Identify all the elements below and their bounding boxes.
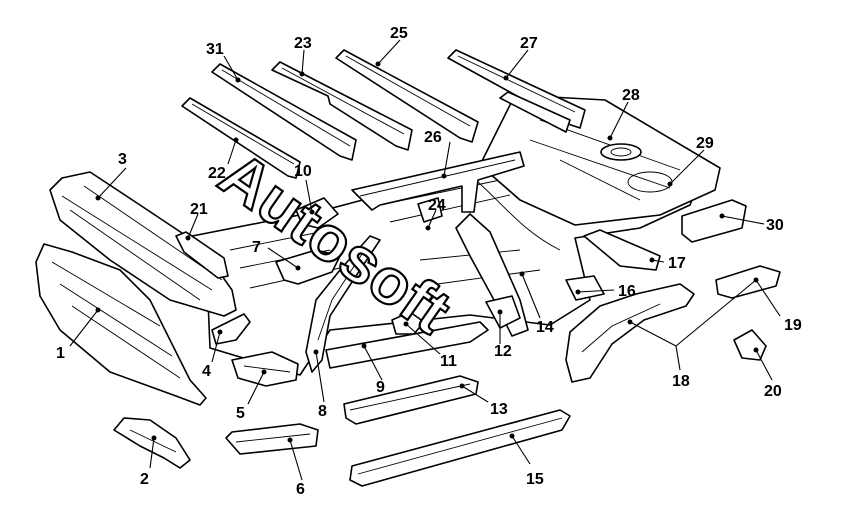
pillar-8 (305, 235, 381, 373)
callout-13: 13 (490, 401, 508, 418)
callout-21: 21 (190, 201, 208, 218)
callout-26: 26 (424, 129, 442, 146)
callout-24: 24 (428, 197, 446, 214)
callout-30: 30 (766, 217, 784, 234)
front-side-member-3 (49, 171, 237, 317)
bracket-4 (211, 313, 251, 345)
cross-member-27 (447, 49, 586, 133)
rail-13 (343, 375, 479, 425)
callout-12: 12 (494, 343, 512, 360)
bracket-19 (715, 265, 781, 299)
callout-7: 7 (252, 239, 261, 256)
callout-19: 19 (784, 317, 802, 334)
wheelhouse-18 (565, 283, 695, 383)
callout-29: 29 (696, 135, 714, 152)
sill-9 (325, 321, 489, 369)
callout-2: 2 (140, 471, 149, 488)
callout-27: 27 (520, 35, 538, 52)
callout-5: 5 (236, 405, 245, 422)
callout-numbers: 1 2 3 4 5 6 7 8 9 10 11 12 13 14 15 16 1… (56, 25, 802, 498)
rear-floor-panel (479, 94, 721, 226)
leader-lines (69, 39, 781, 481)
callout-6: 6 (296, 481, 305, 498)
bracket-24 (417, 197, 443, 223)
bracket-7 (275, 249, 341, 285)
member-6 (225, 423, 319, 455)
callout-22: 22 (208, 165, 226, 182)
bracket-5 (231, 351, 299, 387)
callout-17: 17 (668, 255, 686, 272)
callout-20: 20 (764, 383, 782, 400)
rocker-15 (349, 409, 571, 487)
callout-18: 18 (672, 373, 690, 390)
callout-31: 31 (206, 41, 224, 58)
bracket-16 (565, 275, 605, 301)
callout-14: 14 (536, 319, 554, 336)
callout-16: 16 (618, 283, 636, 300)
member-17 (583, 229, 661, 271)
callout-10: 10 (294, 163, 312, 180)
callout-23: 23 (294, 35, 312, 52)
tunnel-brace-26 (351, 151, 525, 213)
bracket-10 (295, 197, 339, 229)
callout-15: 15 (526, 471, 544, 488)
cross-member-22 (181, 97, 301, 179)
cross-member-31 (211, 63, 357, 161)
callout-28: 28 (622, 87, 640, 104)
callout-4: 4 (202, 363, 211, 380)
callout-9: 9 (376, 379, 385, 396)
bracket-21 (175, 231, 229, 279)
bracket-12 (485, 295, 521, 329)
bracket-2 (113, 417, 191, 469)
panel-30 (681, 199, 747, 243)
callout-1: 1 (56, 345, 65, 362)
bracket-20 (733, 329, 767, 361)
callout-3: 3 (118, 151, 127, 168)
front-panel-1 (35, 243, 207, 406)
callout-25: 25 (390, 25, 408, 42)
callout-8: 8 (318, 403, 327, 420)
callout-11: 11 (440, 353, 457, 370)
cross-member-25 (335, 49, 479, 143)
